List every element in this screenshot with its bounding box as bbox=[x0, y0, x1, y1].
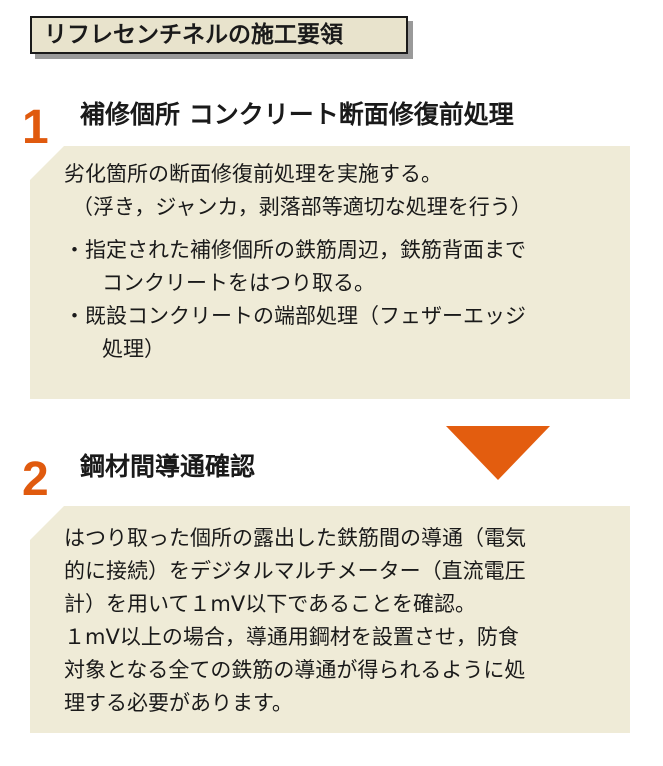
step-1-bullet: ・指定された補修個所の鉄筋周辺，鉄筋背面まで bbox=[64, 238, 526, 262]
down-arrow-icon bbox=[446, 426, 550, 480]
step-2-text-line: 理する必要があります。 bbox=[64, 691, 293, 715]
step-2-text-line: 計）を用いて１mV以下であることを確認。 bbox=[64, 592, 476, 616]
step-1-text-line: （浮き，ジャンカ，剥落部等適切な処理を行う） bbox=[72, 195, 532, 219]
step-2-text-line: 対象となる全ての鉄筋の導通が得られるように処 bbox=[64, 658, 526, 682]
step-1-bullet: ・既設コンクリートの端部処理（フェザーエッジ bbox=[64, 304, 526, 328]
step-1-heading: 補修個所 コンクリート断面修復前処理 bbox=[80, 100, 514, 129]
step-1-bullet-continuation: コンクリートをはつり取る。 bbox=[102, 271, 375, 295]
step-2-number: 2 bbox=[22, 453, 49, 506]
step-1-card: 劣化箇所の断面修復前処理を実施する。 （浮き，ジャンカ，剥落部等適切な処理を行う… bbox=[30, 146, 630, 399]
step-2-heading: 鋼材間導通確認 bbox=[80, 452, 256, 481]
step-2-text-line: はつり取った個所の露出した鉄筋間の導通（電気 bbox=[64, 526, 526, 550]
step-2-text-line: １mV以上の場合，導通用鋼材を設置させ，防食 bbox=[64, 625, 519, 649]
step-1-bullet-continuation: 処理） bbox=[102, 337, 165, 361]
step-2-text-line: 的に接続）をデジタルマルチメーター（直流電圧 bbox=[64, 559, 526, 583]
step-1-text-line: 劣化箇所の断面修復前処理を実施する。 bbox=[64, 162, 442, 186]
page-title: リフレセンチネルの施工要領 bbox=[30, 16, 408, 54]
step-1-number: 1 bbox=[22, 101, 49, 154]
step-2-card: はつり取った個所の露出した鉄筋間の導通（電気 的に接続）をデジタルマルチメーター… bbox=[30, 506, 630, 733]
